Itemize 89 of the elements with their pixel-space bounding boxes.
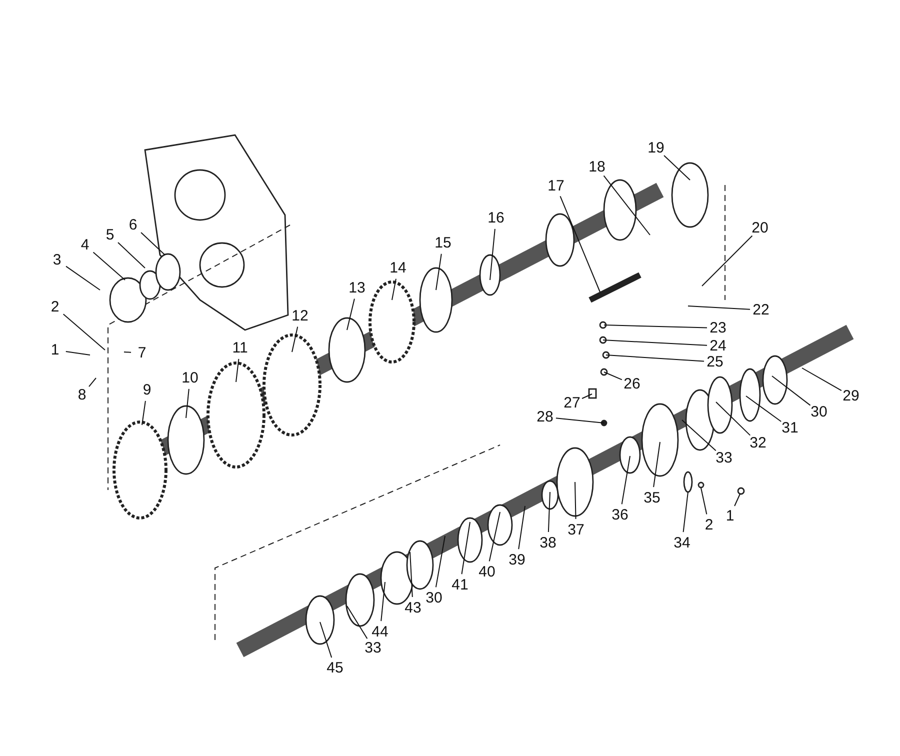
leader-line (518, 506, 526, 550)
callout-number: 11 (232, 340, 248, 356)
callout-number: 1 (50, 342, 60, 358)
leader-line (88, 378, 96, 387)
callout-number: 37 (568, 522, 584, 538)
callout-number: 20 (752, 220, 768, 236)
callout-number: 15 (434, 236, 452, 250)
leader-line (142, 400, 146, 426)
callout-number: 27 (564, 396, 580, 410)
leader-line (92, 252, 126, 280)
leader-line (346, 606, 368, 640)
leader-line (435, 536, 446, 588)
leader-line (548, 492, 550, 532)
callout-number: 23 (710, 320, 726, 336)
callout-number: 3 (52, 252, 62, 268)
callout-number: 16 (488, 210, 504, 226)
callout-number: 40 (478, 564, 496, 580)
leader-line (555, 418, 604, 424)
leader-line (602, 340, 708, 346)
leader-line (702, 235, 753, 286)
leader-line (664, 155, 690, 180)
callout-number: 8 (78, 388, 86, 402)
leader-line (236, 358, 240, 382)
leader-line (734, 494, 740, 506)
callout-number: 34 (674, 536, 690, 550)
leader-line (604, 324, 708, 328)
callout-number: 18 (588, 160, 606, 174)
callout-number: 35 (644, 490, 660, 506)
leader-line (488, 512, 500, 562)
callout-number: 24 (710, 338, 726, 354)
callout-number: 10 (182, 370, 198, 386)
callout-number: 30 (810, 404, 828, 420)
callout-number: 17 (548, 178, 564, 194)
leader-line (320, 622, 332, 658)
leader-line (392, 278, 396, 300)
leader-line (604, 372, 622, 380)
leader-line (682, 492, 688, 533)
leader-line (186, 388, 190, 418)
callout-number: 26 (624, 376, 640, 392)
callout-number: 41 (452, 578, 468, 592)
callout-number: 33 (364, 640, 382, 656)
callout-number: 25 (706, 354, 724, 370)
callout-number: 30 (426, 590, 442, 606)
leader-line (140, 232, 166, 256)
callout-number: 36 (612, 508, 628, 522)
leader-line (746, 396, 782, 422)
leader-line (716, 402, 751, 436)
callout-number: 12 (292, 308, 308, 324)
callout-number: 13 (348, 280, 366, 296)
leader-line (490, 228, 496, 280)
leader-line (380, 582, 386, 622)
leader-line (688, 306, 751, 310)
callout-number: 7 (138, 346, 146, 360)
callout-number: 19 (648, 140, 664, 156)
callout-number: 1 (726, 508, 734, 524)
leader-line (65, 351, 90, 356)
callout-number: 43 (404, 600, 422, 616)
leader-line (346, 298, 355, 330)
callout-number: 44 (372, 624, 388, 640)
leader-line (560, 196, 600, 292)
leader-line (66, 266, 100, 290)
leader-line (292, 326, 298, 352)
leader-line (772, 376, 811, 406)
leader-line (118, 242, 146, 268)
leader-line (582, 394, 592, 399)
callout-number: 5 (106, 228, 114, 242)
callout-number: 9 (142, 382, 152, 398)
callout-number: 38 (540, 536, 556, 550)
leader-line (606, 354, 705, 362)
leader-line (461, 522, 470, 575)
callout-number: 29 (842, 388, 860, 404)
callout-number: 45 (326, 660, 344, 676)
callout-number: 2 (50, 300, 60, 314)
leader-line (124, 352, 132, 353)
leader-line (700, 488, 708, 515)
leader-line (62, 314, 106, 350)
callout-number: 22 (752, 302, 770, 318)
callout-number: 32 (750, 436, 766, 450)
callout-number: 33 (716, 450, 732, 466)
callout-number: 31 (782, 420, 798, 436)
leader-line (621, 456, 630, 505)
leader-line (802, 368, 842, 392)
callout-number: 28 (536, 410, 554, 424)
callout-number: 4 (80, 238, 90, 252)
callout-number: 39 (508, 552, 526, 568)
callout-number: 6 (128, 218, 138, 232)
callout-number: 14 (390, 260, 406, 276)
leader-line (410, 552, 413, 598)
callout-number: 2 (704, 518, 714, 532)
